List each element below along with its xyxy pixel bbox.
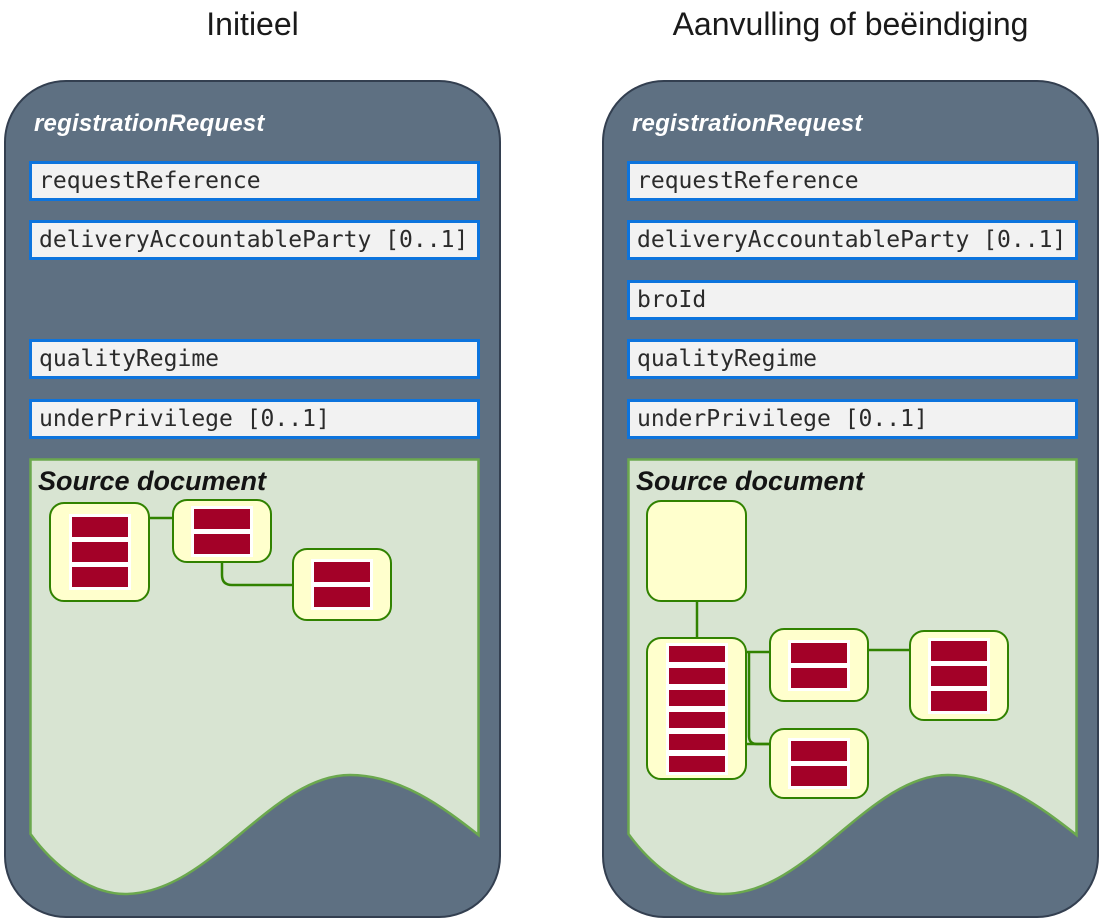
source-document-area: Source document — [627, 458, 1078, 900]
field-under-privilege: underPrivilege [0..1] — [29, 399, 480, 439]
source-doc-node — [172, 499, 272, 563]
doc-text-line — [194, 533, 250, 554]
source-document-area: Source document — [29, 458, 480, 900]
source-doc-node — [292, 548, 392, 621]
column-title-aanvulling: Aanvulling of beëindiging — [672, 6, 1029, 42]
source-document-title: Source document — [38, 466, 267, 496]
doc-text-line — [314, 562, 370, 582]
field-bro-id: broId — [627, 280, 1078, 320]
field-delivery-accountable-party: deliveryAccountableParty [0..1] — [627, 220, 1078, 260]
doc-text-line — [668, 755, 725, 772]
doc-text-line — [931, 665, 987, 686]
doc-text-line — [194, 508, 250, 529]
panel-registration-request-aanvulling: registrationRequest requestReference del… — [602, 80, 1099, 918]
doc-text-lines — [68, 514, 131, 590]
source-doc-node — [646, 637, 747, 780]
doc-text-line — [791, 642, 847, 663]
column-title-initieel: Initieel — [206, 6, 299, 42]
doc-text-line — [668, 667, 725, 684]
connector-node2-node3 — [220, 562, 294, 587]
doc-text-line — [791, 667, 847, 688]
doc-text-line — [668, 645, 725, 662]
field-quality-regime: qualityRegime — [627, 339, 1078, 379]
doc-text-lines — [788, 639, 850, 691]
source-doc-node — [909, 630, 1009, 721]
doc-text-line — [71, 567, 128, 587]
doc-text-lines — [311, 559, 373, 610]
doc-text-line — [71, 542, 128, 562]
source-doc-node-empty — [646, 500, 747, 602]
doc-text-line — [668, 733, 725, 750]
source-document-title: Source document — [636, 466, 865, 496]
doc-text-line — [668, 711, 725, 728]
doc-text-lines — [665, 642, 728, 775]
field-request-reference: requestReference — [29, 161, 480, 201]
source-doc-node — [769, 728, 869, 799]
doc-text-line — [931, 640, 987, 661]
doc-text-line — [931, 690, 987, 711]
connector-lines — [695, 600, 911, 746]
field-under-privilege: underPrivilege [0..1] — [627, 399, 1078, 439]
doc-text-lines — [928, 637, 990, 714]
doc-text-line — [314, 587, 370, 607]
doc-text-lines — [788, 738, 850, 789]
field-request-reference: requestReference — [627, 161, 1078, 201]
field-quality-regime: qualityRegime — [29, 339, 480, 379]
doc-text-line — [791, 766, 847, 786]
panel-registration-request-initieel: registrationRequest requestReference del… — [4, 80, 501, 918]
connector-lines — [150, 516, 294, 587]
doc-text-lines — [191, 505, 253, 557]
panel-header: registrationRequest — [632, 110, 863, 137]
field-delivery-accountable-party: deliveryAccountableParty [0..1] — [29, 220, 480, 260]
source-doc-node — [769, 628, 869, 702]
source-doc-node — [49, 502, 150, 602]
panel-header: registrationRequest — [34, 110, 265, 137]
doc-text-line — [791, 741, 847, 761]
doc-text-line — [668, 689, 725, 706]
doc-text-line — [71, 517, 128, 537]
